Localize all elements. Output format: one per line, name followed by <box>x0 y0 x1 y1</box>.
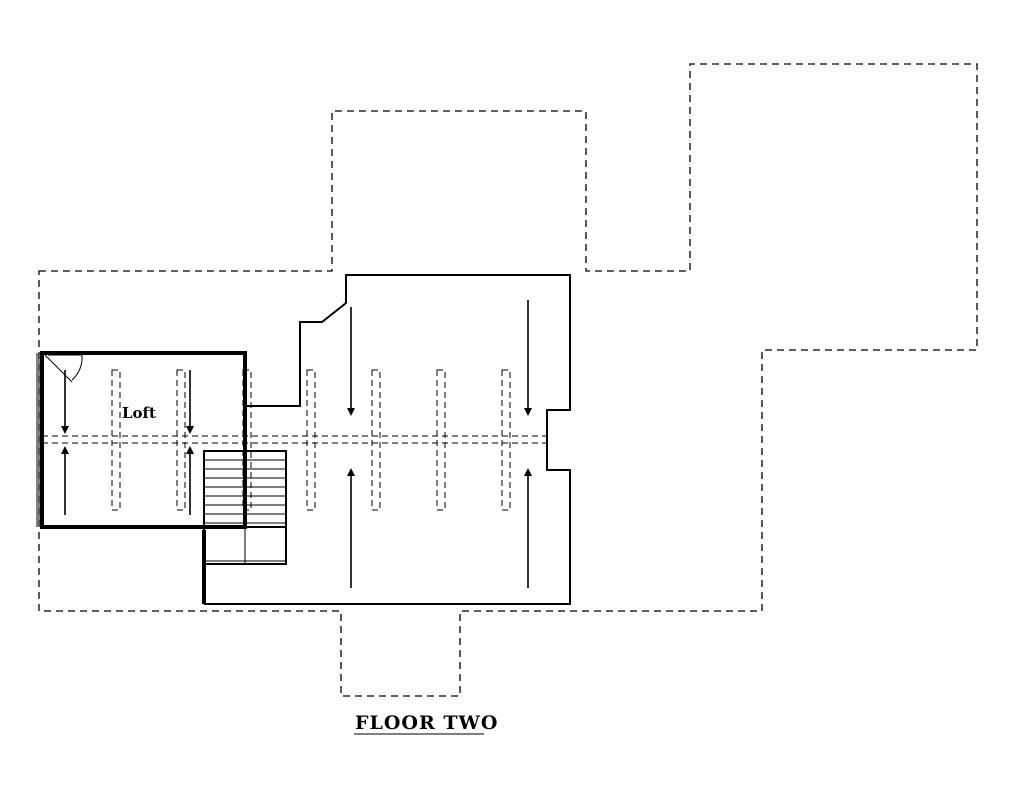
staircase <box>203 450 287 565</box>
ridge-beam <box>42 435 547 444</box>
roof-joists <box>111 369 511 511</box>
room-label-loft: Loft <box>122 404 156 422</box>
drawing-title: FLOOR TWO <box>355 712 498 734</box>
lower-floor-outline <box>38 63 978 697</box>
loft-door <box>44 354 83 383</box>
slope-arrows <box>61 300 532 588</box>
upper-floor-exterior-wall <box>204 274 571 605</box>
